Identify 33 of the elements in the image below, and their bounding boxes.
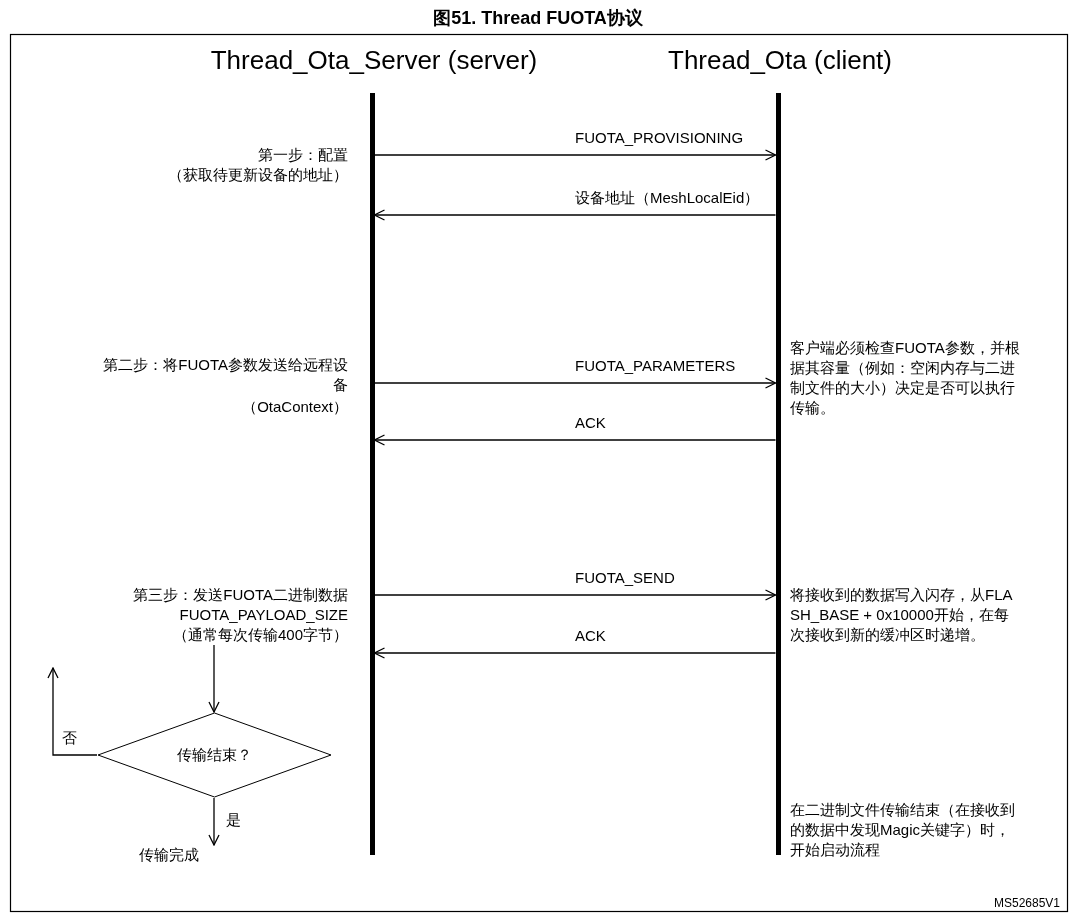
edge-label: 是: [226, 810, 241, 830]
arrow: [373, 377, 777, 389]
note-text: 客户端必须检查FUOTA参数，并根据其容量（例如：空闲内存与二进制文件的大小）决定是否可以执行传输。: [790, 338, 1021, 418]
note-text: 第一步：配置: [257, 145, 348, 165]
arrow: [373, 149, 777, 161]
edge-label: FUOTA_SEND: [575, 568, 675, 588]
arrow: [47, 667, 98, 756]
step-text: FUOTA_PAYLOAD_SIZE: [178, 605, 348, 625]
step-text: 传输完成: [138, 845, 200, 865]
note-text: 第二步：将FUOTA参数发送给远程设备: [102, 355, 348, 395]
edge-label: FUOTA_PROVISIONING: [575, 128, 744, 148]
edge-label: 否: [62, 728, 77, 748]
note-text: 在二进制文件传输结束（在接收到的数据中发现Magic关键字）时，开始启动流程: [790, 800, 1016, 860]
note-text: （获取待更新设备的地址）: [167, 165, 348, 185]
edge-label: 设备地址（MeshLocalEid）: [575, 188, 760, 208]
arrow: [373, 209, 777, 221]
arrow: [208, 644, 220, 713]
decision-text: 传输结束？: [176, 745, 253, 765]
step-text: 第三步：发送FUOTA二进制数据: [132, 585, 348, 605]
edge-label: ACK: [575, 413, 606, 433]
lifeline-heading: Thread_Ota_Server (server): [209, 44, 539, 77]
arrow: [373, 647, 777, 659]
step-text: （通常每次传输400字节）: [171, 625, 348, 645]
note-text: 将接收到的数据写入闪存，从FLASH_BASE + 0x10000开始，在每次接收到新的缓冲区时递增。: [790, 585, 1014, 645]
edge-label: FUOTA_PARAMETERS: [575, 356, 736, 376]
lifeline-heading: Thread_Ota (client): [667, 44, 893, 77]
figure-id: MS52685V1: [992, 895, 1060, 912]
edge-label: ACK: [575, 626, 606, 646]
note-text: （OtaContext）: [241, 397, 348, 417]
arrow: [208, 797, 220, 846]
arrow: [373, 589, 777, 601]
figure-title: 图51. Thread FUOTA协议: [432, 7, 644, 30]
arrow: [373, 434, 777, 446]
